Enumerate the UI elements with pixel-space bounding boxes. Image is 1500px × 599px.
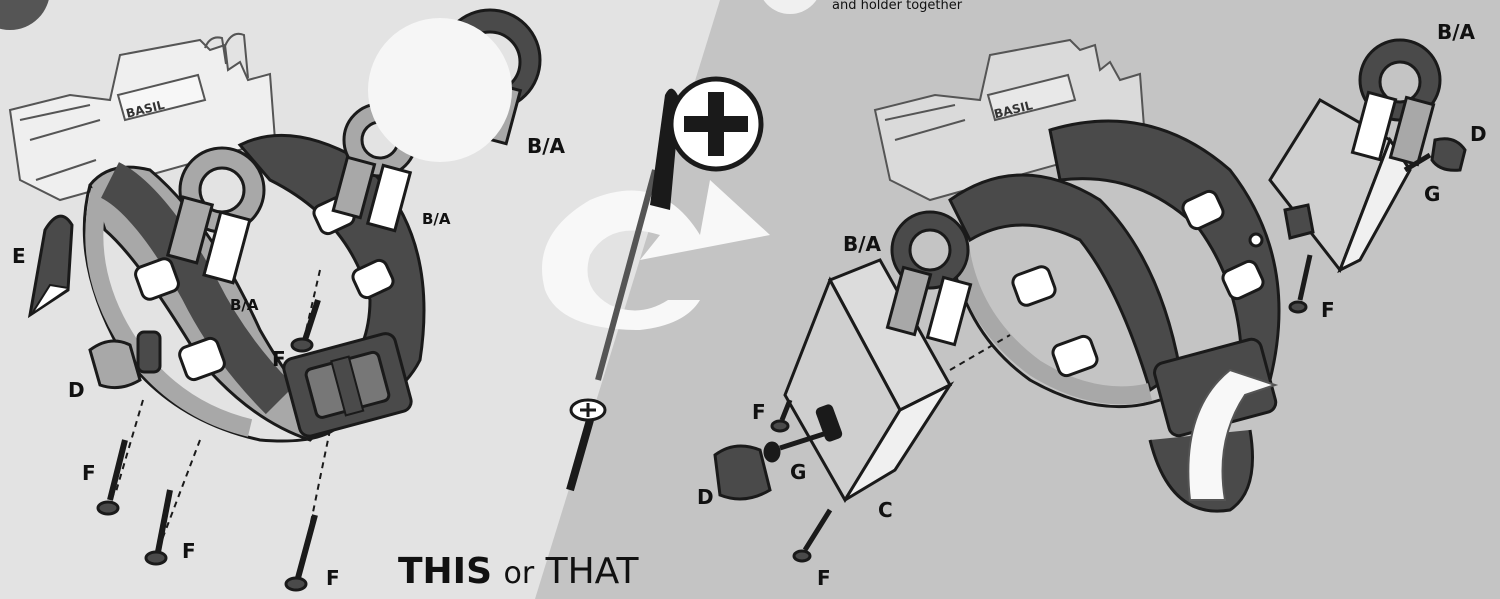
caption-or: or [503,556,535,591]
part-e [27,214,74,319]
label-ba-top: B/A [527,134,566,158]
screw-icon [566,398,607,492]
label-f-c: F [326,566,340,590]
rotate-arrow-icon [542,180,770,330]
instruction-text: and holder together [832,0,963,13]
this-or-that-caption: THIS or THAT [398,554,639,590]
right-small-parts [713,137,1467,563]
label-e: E [12,244,26,268]
label-ba-mid: B/A [422,210,451,228]
part-c-housing [783,210,973,503]
label-ba-low: B/A [230,296,259,314]
label-f-a: F [82,461,96,485]
label-f-right-low: F [817,566,831,590]
step-2-badge [763,0,817,14]
right-strap [948,119,1281,513]
label-g-right: G [1424,182,1441,206]
caption-this: THIS [398,551,493,592]
step-1-badge [0,0,49,30]
label-d-left: D [68,378,85,402]
label-d-right-low: D [697,485,714,509]
left-buckle [282,332,413,438]
label-f-mid: F [272,347,286,371]
left-screws [96,269,331,592]
label-ba-right-top: B/A [1437,20,1476,44]
label-f-b: F [182,539,196,563]
label-f-right-mid: F [752,400,766,424]
label-d-right-top: D [1470,122,1487,146]
label-g-right-low: G [790,460,807,484]
part-d-left [88,339,142,390]
phillips-screwdriver-icon [595,76,764,381]
part-c-housing-top [1268,38,1442,274]
label-c: C [878,498,893,522]
ba-clamp-mid [165,146,266,285]
label-ba-right-mid: B/A [843,232,882,256]
caption-that: THAT [545,551,639,592]
label-f-right-top: F [1321,298,1335,322]
highlight-circle [368,18,512,162]
